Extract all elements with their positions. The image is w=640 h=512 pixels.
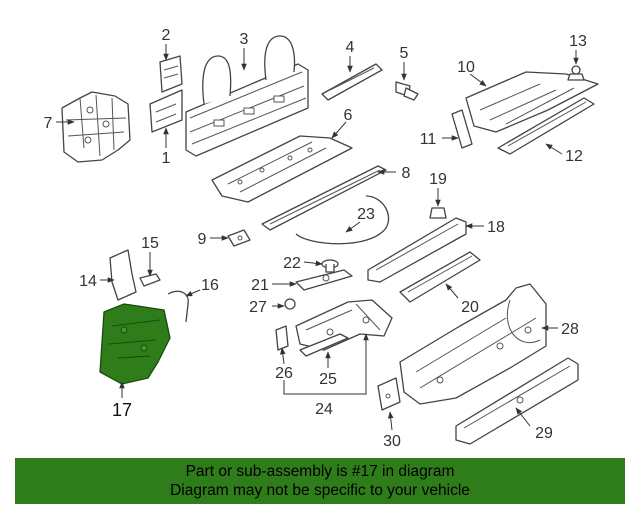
part-26-drawing bbox=[275, 325, 289, 351]
callout-label: 20 bbox=[461, 299, 479, 316]
part-3-drawing bbox=[185, 35, 309, 157]
callout-label: 1 bbox=[162, 150, 171, 167]
callout-label: 27 bbox=[249, 299, 267, 316]
callout-label: 5 bbox=[400, 45, 409, 62]
callout-label: 13 bbox=[569, 33, 587, 50]
part-7-drawing bbox=[61, 91, 131, 163]
callout-label: 7 bbox=[44, 115, 53, 132]
banner-line-disclaimer: Diagram may not be specific to your vehi… bbox=[170, 482, 470, 499]
part-4-drawing bbox=[321, 63, 383, 101]
part-25-drawing bbox=[299, 333, 349, 357]
part-6-drawing bbox=[211, 135, 353, 203]
callout-labels: 1 2 3 4 5 6 7 8 9 10 11 12 13 14 15 16 1… bbox=[44, 27, 587, 450]
info-banner: Part or sub-assembly is #17 in diagram D… bbox=[15, 458, 625, 504]
part-27-drawing bbox=[284, 298, 296, 310]
part-17-shape bbox=[99, 303, 171, 385]
part-24-drawing bbox=[295, 299, 393, 351]
part-13-drawing bbox=[567, 65, 585, 81]
callout-label: 19 bbox=[429, 171, 447, 188]
part-18-drawing bbox=[367, 217, 467, 283]
callout-label: 24 bbox=[315, 401, 333, 418]
callout-label: 17 bbox=[112, 400, 132, 420]
part-14-drawing bbox=[109, 249, 137, 301]
callout-label: 23 bbox=[357, 206, 375, 223]
callout-label: 29 bbox=[535, 425, 553, 442]
part-5-drawing bbox=[395, 81, 419, 101]
callout-label: 10 bbox=[457, 59, 475, 76]
banner-line-part-info: Part or sub-assembly is #17 in diagram bbox=[185, 463, 455, 480]
part-12-drawing bbox=[497, 97, 595, 155]
part-30-drawing bbox=[377, 377, 401, 411]
callout-label: 11 bbox=[420, 131, 437, 148]
callout-label: 25 bbox=[319, 371, 337, 388]
part-9-drawing bbox=[227, 229, 251, 247]
part-23-drawing bbox=[295, 195, 390, 245]
part-10-drawing bbox=[465, 71, 599, 133]
callout-label: 16 bbox=[201, 277, 219, 294]
callout-label: 4 bbox=[346, 39, 355, 56]
part-16-drawing bbox=[167, 290, 189, 323]
callout-label: 9 bbox=[198, 231, 207, 248]
part-8-drawing bbox=[261, 165, 387, 231]
part-21-drawing bbox=[295, 269, 353, 291]
callout-label: 18 bbox=[487, 219, 505, 236]
callout-label: 12 bbox=[565, 148, 583, 165]
callout-label: 2 bbox=[162, 27, 171, 44]
part-11-drawing bbox=[451, 109, 473, 149]
leader-lines bbox=[56, 44, 579, 431]
callout-label: 14 bbox=[79, 273, 97, 290]
callout-label: 8 bbox=[402, 165, 411, 182]
parts-diagram: 1 2 3 4 5 6 7 8 9 10 11 12 13 14 15 16 1… bbox=[44, 27, 599, 450]
part-2-drawing bbox=[159, 55, 183, 93]
callout-label: 15 bbox=[141, 235, 159, 252]
callout-label: 3 bbox=[240, 31, 249, 48]
callout-label: 28 bbox=[561, 321, 579, 338]
part-22-drawing bbox=[321, 259, 339, 273]
part-20-drawing bbox=[399, 251, 481, 303]
callout-label: 21 bbox=[251, 277, 269, 294]
callout-label: 30 bbox=[383, 433, 401, 450]
callout-label: 6 bbox=[344, 107, 353, 124]
callout-label: 22 bbox=[283, 255, 301, 272]
part-1-drawing bbox=[149, 89, 183, 133]
part-29-drawing bbox=[455, 357, 579, 445]
part-19-drawing bbox=[429, 207, 447, 219]
callout-label: 26 bbox=[275, 365, 293, 382]
part-28-drawing bbox=[399, 283, 547, 405]
part-17-highlight[interactable] bbox=[99, 303, 171, 385]
